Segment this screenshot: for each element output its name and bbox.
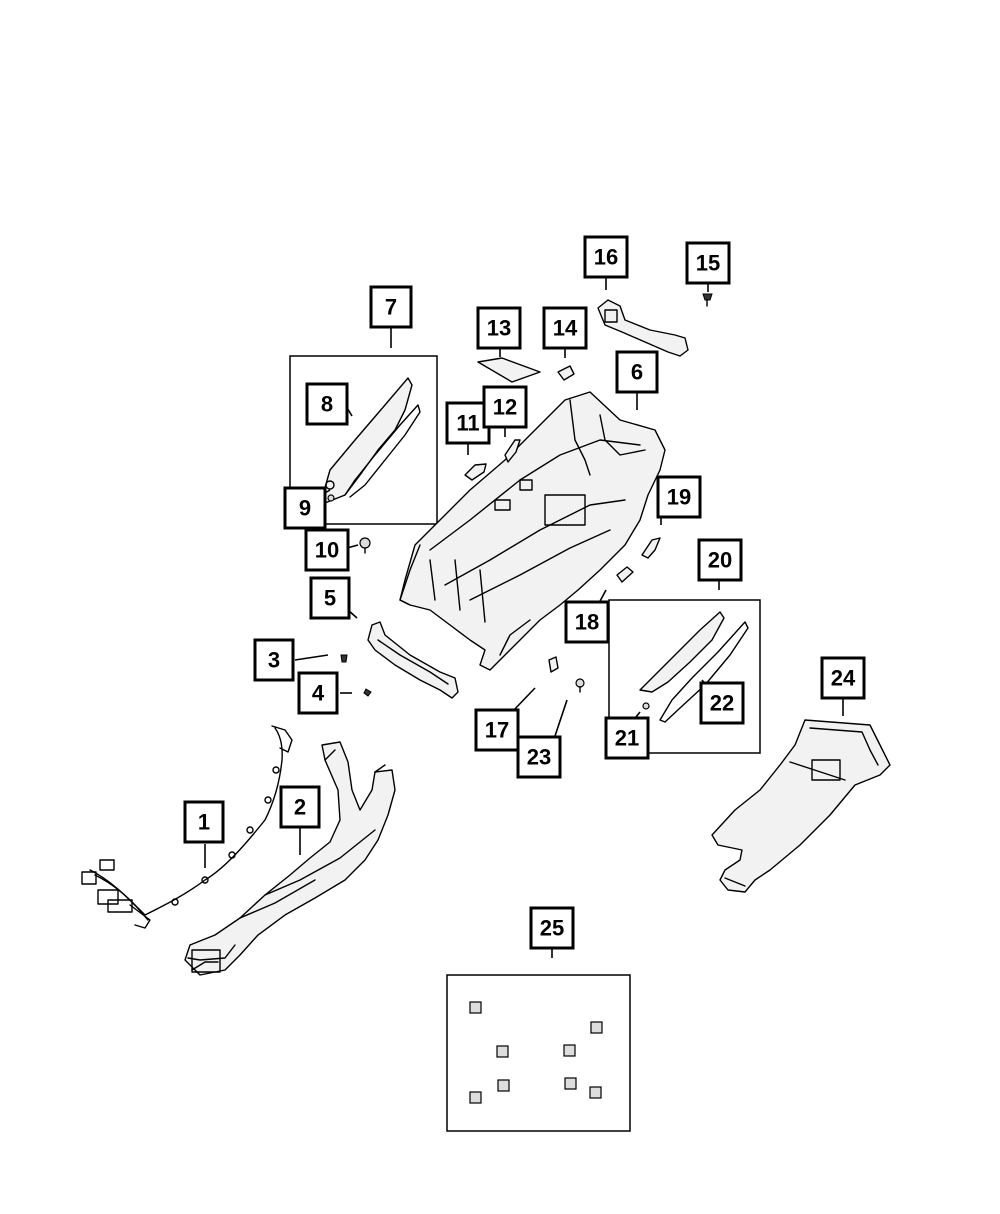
group-frame-25 <box>446 974 631 1132</box>
callout-24[interactable]: 24 <box>820 656 866 700</box>
fastener-3-part <box>340 654 348 663</box>
bracket-5-part <box>367 621 459 699</box>
callout-8[interactable]: 8 <box>305 382 349 426</box>
push-pin-10-part <box>359 537 371 554</box>
callout-label-9: 9 <box>299 496 311 521</box>
callout-15[interactable]: 15 <box>685 241 731 285</box>
callout-6[interactable]: 6 <box>615 350 659 394</box>
side-trim-22-part <box>639 611 749 723</box>
callout-label-11: 11 <box>456 411 479 436</box>
callout-25[interactable]: 25 <box>529 906 575 950</box>
callout-label-16: 16 <box>594 245 618 270</box>
callout-17[interactable]: 17 <box>474 708 520 752</box>
callout-10[interactable]: 10 <box>304 528 350 572</box>
clips-set-25-part <box>469 1001 603 1104</box>
callout-label-10: 10 <box>315 538 339 563</box>
leader-17 <box>511 687 536 713</box>
callout-label-8: 8 <box>321 392 333 417</box>
trim-12-part <box>504 439 521 463</box>
cap-11-part <box>464 463 487 481</box>
callout-21[interactable]: 21 <box>604 716 650 760</box>
console-body-part <box>399 391 666 671</box>
fastener-4-part <box>363 688 372 697</box>
group-frame-20 <box>608 599 761 754</box>
floor-tray-24-part <box>711 719 891 893</box>
callout-7[interactable]: 7 <box>369 285 413 329</box>
pin-23-part <box>575 678 585 693</box>
callout-label-12: 12 <box>493 395 517 420</box>
callout-label-17: 17 <box>485 718 509 743</box>
callout-23[interactable]: 23 <box>516 735 562 779</box>
callout-label-1: 1 <box>198 810 210 835</box>
clip-14-part <box>557 365 575 381</box>
wiring-harness-part <box>81 725 293 929</box>
bracket-16-part <box>597 299 689 357</box>
callout-label-5: 5 <box>324 586 336 611</box>
callout-label-7: 7 <box>385 295 397 320</box>
pad-13-part <box>477 357 541 383</box>
callout-9[interactable]: 9 <box>283 486 327 530</box>
callout-label-2: 2 <box>294 795 306 820</box>
callout-3[interactable]: 3 <box>253 638 295 682</box>
callout-13[interactable]: 13 <box>476 306 522 350</box>
callout-20[interactable]: 20 <box>697 538 743 582</box>
callout-4[interactable]: 4 <box>297 671 339 715</box>
air-duct-part <box>184 741 396 976</box>
callout-16[interactable]: 16 <box>583 235 629 279</box>
callout-11[interactable]: 11 <box>445 401 491 445</box>
cap-18-part <box>616 566 634 583</box>
callout-label-19: 19 <box>667 485 691 510</box>
trim-19-part <box>641 537 661 559</box>
callout-14[interactable]: 14 <box>542 306 588 350</box>
clip-9-part <box>327 494 335 502</box>
callout-2[interactable]: 2 <box>279 785 321 829</box>
callout-label-22: 22 <box>710 691 734 716</box>
group-frame-7 <box>289 355 438 525</box>
callout-label-25: 25 <box>540 916 564 941</box>
callout-label-6: 6 <box>631 360 643 385</box>
callout-label-3: 3 <box>268 648 280 673</box>
screw-15-part <box>702 293 713 307</box>
leader-3 <box>294 654 329 661</box>
clip-17-part <box>548 656 559 673</box>
clip-21-part <box>642 702 650 710</box>
callout-label-20: 20 <box>708 548 732 573</box>
callout-label-15: 15 <box>696 251 720 276</box>
callout-22[interactable]: 22 <box>699 681 745 725</box>
callout-18[interactable]: 18 <box>564 600 610 644</box>
callout-label-21: 21 <box>615 726 639 751</box>
callout-12[interactable]: 12 <box>482 385 528 429</box>
callout-1[interactable]: 1 <box>183 800 225 844</box>
callout-5[interactable]: 5 <box>309 576 351 620</box>
callout-label-14: 14 <box>553 316 578 341</box>
callout-label-18: 18 <box>575 610 599 635</box>
side-trim-8-part <box>319 377 421 506</box>
callout-19[interactable]: 19 <box>656 475 702 519</box>
callout-label-13: 13 <box>487 316 511 341</box>
callout-label-4: 4 <box>312 681 325 706</box>
callout-label-24: 24 <box>831 666 856 691</box>
callout-label-23: 23 <box>527 745 551 770</box>
leader-23 <box>554 699 568 737</box>
